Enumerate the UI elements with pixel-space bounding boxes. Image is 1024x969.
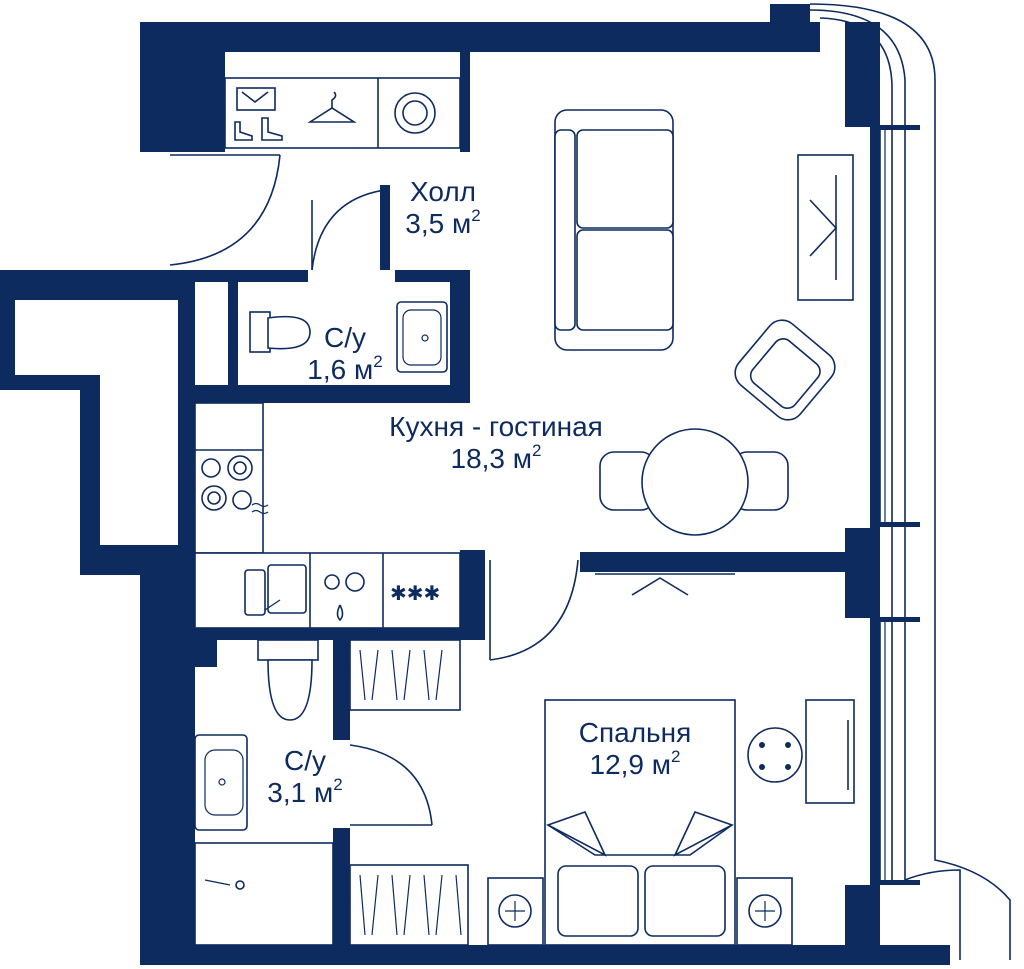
room-name: С/у	[324, 322, 366, 353]
room-area: 18,3 м2	[450, 440, 542, 474]
dishwasher-icon	[309, 553, 365, 628]
room-label-wc1: С/у 1,6 м2	[295, 322, 395, 386]
shower-icon	[194, 842, 334, 946]
stove-icon	[194, 402, 269, 554]
tv-icon	[797, 154, 854, 301]
fridge-icon: ✱✱✱	[382, 553, 440, 628]
toilet-icon	[257, 639, 319, 721]
room-area: 12,9 м2	[589, 746, 681, 780]
hanger-icon	[307, 91, 357, 123]
washing-machine-icon	[394, 92, 436, 134]
room-label-kitchen: Кухня - гостиная 18,3 м2	[346, 411, 646, 475]
stool-icon	[747, 727, 803, 783]
room-area: 1,6 м2	[307, 351, 383, 385]
room-area: 3,5 м2	[405, 205, 481, 239]
kitchen-counter	[194, 552, 461, 629]
shoes-icon	[234, 117, 283, 141]
room-name: Кухня - гостиная	[389, 411, 603, 442]
sink-icon	[194, 734, 248, 831]
armchair-icon	[734, 319, 836, 421]
room-label-wc2: С/у 3,1 м2	[250, 745, 360, 809]
nightstand-icon	[487, 877, 793, 946]
room-name: С/у	[284, 745, 326, 776]
sink-icon	[396, 301, 448, 373]
room-area: 3,1 м2	[267, 774, 343, 808]
toilet-icon	[249, 311, 311, 353]
bed-icon	[544, 699, 736, 946]
svg-text:✱✱✱: ✱✱✱	[390, 581, 440, 605]
walls	[0, 4, 950, 965]
room-name: Холл	[410, 176, 476, 207]
dining-table-icon	[599, 428, 789, 536]
wardrobe-icon	[349, 639, 469, 946]
duct	[195, 637, 217, 667]
sink-icon	[244, 564, 307, 616]
window-icon	[809, 3, 1011, 960]
room-name: Спальня	[578, 717, 692, 748]
dresser-icon	[805, 699, 855, 804]
door-icon	[169, 154, 579, 826]
wardrobe-icon	[224, 77, 461, 149]
room-label-hall: Холл 3,5 м2	[385, 176, 501, 240]
room-label-bedroom: Спальня 12,9 м2	[555, 717, 715, 781]
sofa-icon	[554, 109, 674, 351]
